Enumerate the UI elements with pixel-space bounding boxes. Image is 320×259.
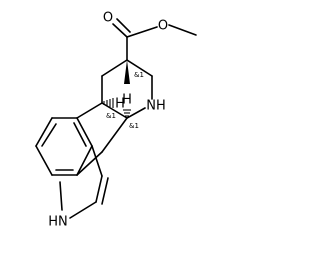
bond-c13-c14 <box>35 145 53 176</box>
bond-c3-c2-double-b <box>101 177 109 205</box>
piperidine-ring: NH <box>101 59 166 119</box>
carbonyl-oxygen-label: O <box>103 11 113 26</box>
bond-c16-c11 <box>76 117 93 147</box>
stereo-hydrogens: H H <box>103 93 132 117</box>
bond-c16-c3 <box>91 145 103 177</box>
bond-c15-c16 <box>76 145 93 176</box>
bond-c5-c10 <box>101 102 128 119</box>
molecule-structure: O O NH H H &1 &1 &1 <box>35 11 197 230</box>
aromatic-inner-3 <box>73 122 87 147</box>
wedge-bond-c8 <box>124 60 130 84</box>
stereo-annotations: &1 &1 &1 <box>106 71 144 130</box>
indole-hn-label: HN <box>48 215 68 230</box>
bond-n1-c15 <box>59 181 63 211</box>
stereo-label-c8: &1 <box>134 71 144 79</box>
pyrrole-ring: HN <box>48 145 109 230</box>
bond-c3-c2-double-a <box>95 175 103 203</box>
bond-c2-n1 <box>69 201 97 219</box>
h-c10-label: H <box>115 97 125 112</box>
bond-c8-c9 <box>126 59 153 77</box>
bond-c10-c11 <box>76 102 103 119</box>
ring-c <box>76 102 128 176</box>
bond-carbonyl-double-a <box>112 23 128 38</box>
stereo-label-c5: &1 <box>129 122 139 130</box>
hash-bond-c5-h <box>123 109 131 117</box>
bond-carbonyl-double-b <box>116 18 131 33</box>
ring-nh-label: NH <box>146 99 166 114</box>
aromatic-inner-1 <box>41 123 57 147</box>
ester-oxygen-label: O <box>158 19 168 34</box>
benzene-ring <box>35 117 93 176</box>
bond-ester-oxygen <box>126 26 158 38</box>
bond-c4-c3 <box>76 151 103 176</box>
bond-c8-c7 <box>101 59 128 77</box>
stereo-label-c10: &1 <box>106 112 116 120</box>
bond-c12-c13 <box>35 117 53 147</box>
ester-group: O O <box>103 11 197 61</box>
bond-n-c5 <box>126 107 146 119</box>
bond-c5-c4 <box>101 117 128 153</box>
h-c5-label: H <box>122 93 132 108</box>
hash-bond-c10-h <box>103 98 114 108</box>
bond-methyl <box>168 24 197 36</box>
